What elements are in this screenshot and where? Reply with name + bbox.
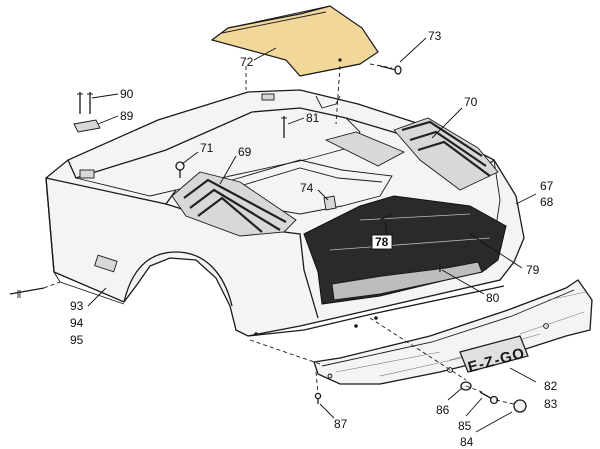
- seat-pad-right: [393, 117, 499, 191]
- callout-84: 84: [460, 435, 474, 449]
- side-reflector: [94, 254, 118, 273]
- assembly-lines: [43, 63, 515, 405]
- callout-78: 78: [375, 235, 389, 249]
- callout-90: 90: [120, 87, 134, 101]
- seat-panel-hole: [338, 58, 342, 62]
- callout-86: 86: [436, 403, 450, 417]
- screw-81: [281, 116, 287, 138]
- callout-80: 80: [486, 291, 500, 305]
- bumper-top-edge: [321, 289, 575, 367]
- bumper-shape: [313, 279, 593, 385]
- bumper-bolt-hole-3: [327, 373, 333, 379]
- rim-notch: [315, 95, 341, 109]
- seat-support-panel: [210, 5, 379, 77]
- screws-90: [77, 92, 93, 114]
- callout-79: 79: [526, 263, 540, 277]
- rim-tab-left: [79, 169, 95, 179]
- seat-pad-left: [171, 171, 297, 237]
- callout-83: 83: [544, 397, 558, 411]
- callout-94: 94: [70, 316, 84, 330]
- compartment-rail: [239, 167, 383, 187]
- callout-72: 72: [240, 55, 254, 69]
- body-rivet-1: [254, 332, 258, 336]
- callout-69: 69: [238, 145, 252, 159]
- callout-82: 82: [544, 379, 558, 393]
- rear-bumper: E-Z-GO: [313, 279, 593, 385]
- bracket-89: [73, 119, 101, 133]
- callout-70: 70: [464, 95, 478, 109]
- callout-85: 85: [458, 419, 472, 433]
- cap-84: [513, 399, 527, 413]
- bolt-85: [479, 391, 499, 405]
- callout-68: 68: [540, 195, 554, 209]
- callout-78-box: [371, 234, 393, 250]
- body-fender-arch: [123, 251, 233, 307]
- body-rivet-3: [354, 324, 358, 328]
- bumper-logo-plate: [459, 335, 529, 373]
- seat-panel-hinge: [221, 5, 331, 34]
- callout-81: 81: [306, 111, 320, 125]
- screw-87: [314, 392, 322, 404]
- callout-67: 67: [540, 179, 554, 193]
- callout-89: 89: [120, 109, 134, 123]
- cargo-floor-ridge: [329, 213, 491, 251]
- rim-bracket-left: [261, 93, 275, 101]
- leader-lines: [87, 37, 537, 433]
- callout-71: 71: [200, 141, 214, 155]
- callout-74: 74: [300, 181, 314, 195]
- body-lower-back: [247, 285, 505, 337]
- bumper-bolt-hole-2: [543, 323, 549, 329]
- callout-labels: 72 73 90 89 70 81 71 69 74 67 68 78 79 8…: [70, 29, 558, 449]
- callout-73: 73: [428, 29, 442, 43]
- pin-78: [379, 213, 393, 221]
- storage-tray: [324, 131, 406, 167]
- callout-87: 87: [334, 417, 348, 431]
- callout-93: 93: [70, 299, 84, 313]
- callout-95: 95: [70, 333, 84, 347]
- screw-73: [379, 65, 402, 75]
- body-rivet-2: [374, 316, 378, 320]
- side-bolt-left: [9, 287, 45, 298]
